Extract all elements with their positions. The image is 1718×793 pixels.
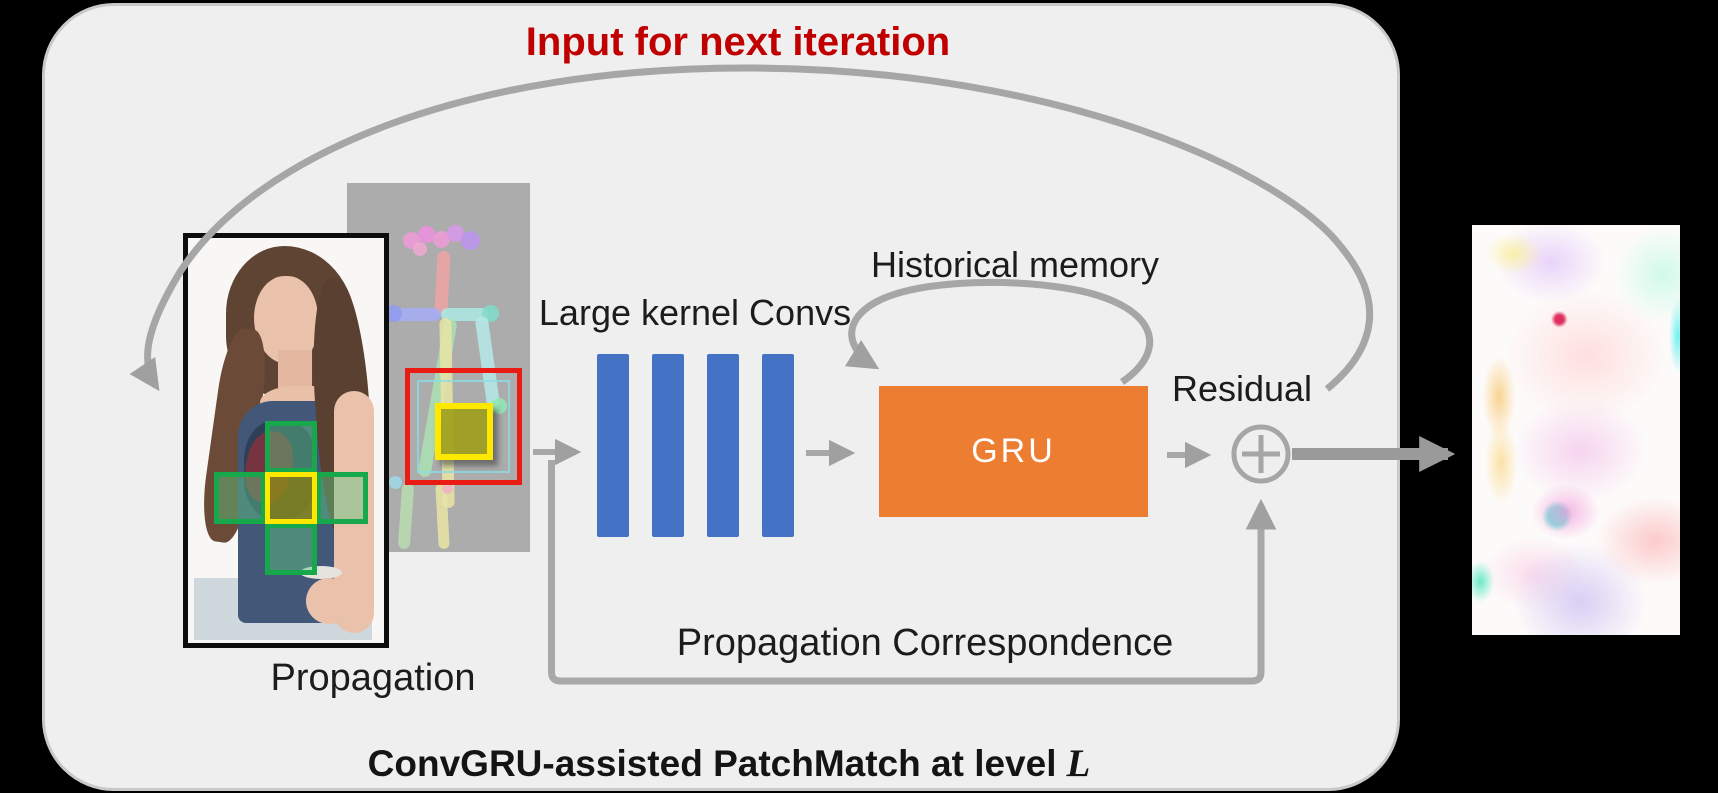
pose-joint-dot	[491, 398, 507, 414]
photo-bracelet	[300, 566, 342, 579]
source-photo	[183, 233, 389, 648]
caption-text: ConvGRU-assisted PatchMatch at level	[367, 743, 1057, 784]
residual-label: Residual	[1171, 368, 1313, 409]
pose-torso-bone	[434, 250, 451, 316]
propagation-patch-bottom	[265, 523, 317, 575]
pose-head-dot	[461, 231, 480, 250]
output-flow-image	[1472, 225, 1680, 635]
conv-layer-bar	[597, 354, 629, 537]
propagation-patch-center	[265, 472, 317, 524]
conv-layer-bar	[762, 354, 794, 537]
propagation-correspondence-label: Propagation Correspondence	[676, 622, 1174, 664]
propagation-label: Propagation	[270, 657, 476, 699]
conv-layer-bar	[707, 354, 739, 537]
gru-label: GRU	[971, 432, 1056, 470]
historical-memory-label: Historical memory	[870, 244, 1160, 285]
propagation-patch-left	[214, 472, 266, 524]
pose-joint-dot	[389, 476, 402, 489]
pose-joint-dot	[442, 483, 453, 494]
current-patch-box	[435, 403, 493, 460]
gru-box: GRU	[879, 386, 1148, 517]
photo-hand	[306, 578, 352, 624]
propagation-patch-top	[265, 421, 317, 473]
pose-head-dot	[413, 242, 427, 256]
large-kernel-convs-label: Large kernel Convs	[538, 292, 852, 333]
title-input-for-next-iteration: Input for next iteration	[525, 20, 951, 64]
pose-leg-bone	[397, 482, 415, 550]
caption-level-symbol: L	[1066, 742, 1091, 785]
propagation-patch-right	[316, 472, 368, 524]
conv-layer-bar	[652, 354, 684, 537]
